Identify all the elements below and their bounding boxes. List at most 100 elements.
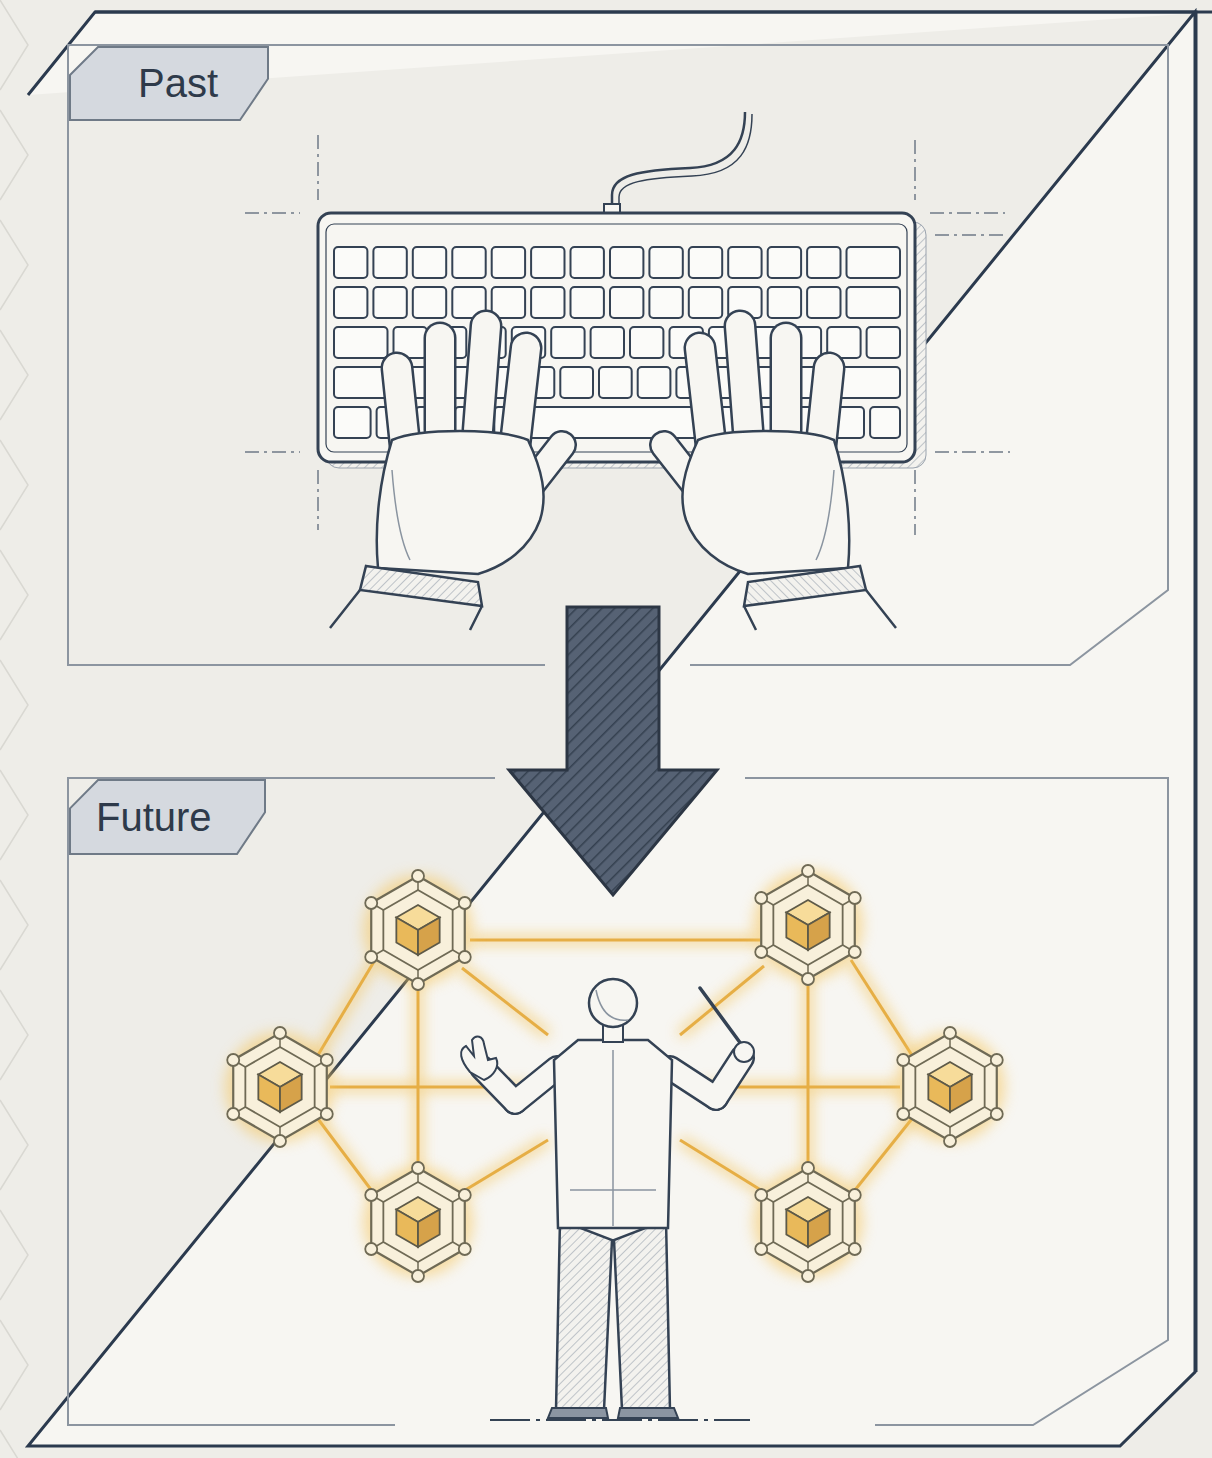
keyboard-key xyxy=(413,287,446,318)
hexagon-vertex xyxy=(991,1054,1003,1066)
keyboard-key xyxy=(649,287,682,318)
keyboard-key xyxy=(334,287,367,318)
finger-outline xyxy=(740,326,748,430)
hexagon-vertex xyxy=(459,897,471,909)
keyboard-key xyxy=(870,407,900,438)
hexagon-inner xyxy=(773,1182,842,1262)
keyboard-key xyxy=(571,247,604,278)
torso xyxy=(554,1040,672,1228)
network-glow-line xyxy=(413,960,423,1195)
background-line xyxy=(0,1320,28,1410)
hexagon-vertex xyxy=(849,892,861,904)
keyboard-key xyxy=(847,287,901,318)
network-glow-line xyxy=(851,1115,915,1195)
agent-glow xyxy=(753,1167,863,1277)
hexagon-outer xyxy=(371,876,465,984)
agent-node xyxy=(225,1027,335,1147)
network-glow-line xyxy=(315,1115,375,1195)
keyboard-key xyxy=(531,247,564,278)
keyboard-key xyxy=(551,327,584,358)
finger-outline xyxy=(424,338,457,430)
network-link xyxy=(680,1140,764,1192)
hexagon-outer xyxy=(233,1033,327,1141)
head xyxy=(589,979,637,1027)
hexagon-inner xyxy=(383,890,452,970)
construction-line xyxy=(930,212,1005,214)
agent-glow xyxy=(363,1167,473,1277)
finger xyxy=(397,368,405,445)
cube-left xyxy=(258,1075,280,1113)
finger xyxy=(515,348,526,445)
outer-frame xyxy=(28,12,1212,1446)
network-link xyxy=(462,1140,548,1192)
arm xyxy=(716,1058,742,1098)
keyboard-key xyxy=(492,287,525,318)
cube-right xyxy=(950,1075,972,1113)
keyboard-key xyxy=(452,247,485,278)
finger xyxy=(772,338,800,430)
panel: Past xyxy=(68,45,1168,665)
block-arrow xyxy=(509,607,717,895)
finger-outline xyxy=(821,368,829,445)
panel-tab xyxy=(70,47,268,120)
finger xyxy=(426,338,454,430)
hexagon-vertex xyxy=(755,946,767,958)
construction-lines xyxy=(245,135,1010,535)
keyboard-inner xyxy=(326,224,907,452)
conductor-figure xyxy=(461,979,754,1420)
keyboard-key xyxy=(630,327,663,358)
background-pattern xyxy=(0,0,28,1458)
leg-left xyxy=(556,1220,612,1410)
hexagon-vertex xyxy=(321,1054,333,1066)
cube-right xyxy=(418,1210,440,1248)
jacket-seam xyxy=(570,1050,656,1226)
network-glow-line xyxy=(462,1140,548,1192)
hexagon-vertex xyxy=(274,1135,286,1147)
hexagon-vertex xyxy=(365,897,377,909)
keyboard-key xyxy=(373,287,406,318)
network-link xyxy=(680,966,764,1035)
network-glow-line xyxy=(680,1140,764,1192)
agent-node xyxy=(363,870,473,990)
hexagon-vertex xyxy=(755,892,767,904)
hexagon-outer xyxy=(903,1033,997,1141)
keyboard-key xyxy=(638,367,671,398)
hexagon-outer xyxy=(371,1168,465,1276)
hexagon-vertex xyxy=(755,1243,767,1255)
background-line xyxy=(0,1430,28,1458)
agent-node xyxy=(895,1027,1005,1147)
network-glow-line xyxy=(803,960,813,1195)
network-link xyxy=(851,1115,915,1195)
panel-tab xyxy=(70,780,265,854)
keyboard-key xyxy=(413,247,446,278)
cube-left xyxy=(786,913,808,951)
right-hand xyxy=(664,326,896,630)
hexagon-vertex xyxy=(365,951,377,963)
background-line xyxy=(0,880,28,970)
hexagon-vertex xyxy=(321,1108,333,1120)
finger xyxy=(740,326,748,430)
hexagon-vertex xyxy=(849,1189,861,1201)
hexagon-vertex xyxy=(802,865,814,877)
finger xyxy=(821,368,829,445)
network-link xyxy=(470,939,760,942)
sleeve xyxy=(744,590,896,630)
finger xyxy=(700,348,711,445)
network-glow-line xyxy=(680,966,764,1035)
construction-line xyxy=(935,451,1010,453)
keyboard-key xyxy=(560,367,593,398)
panel-border xyxy=(68,778,1168,1425)
background-line xyxy=(0,660,28,750)
hexagon-vertex xyxy=(802,973,814,985)
network-link xyxy=(462,968,548,1035)
panel-outline xyxy=(68,778,1168,1425)
cube-left xyxy=(928,1075,950,1113)
hexagon-vertex xyxy=(897,1054,909,1066)
network-link xyxy=(807,960,810,1195)
hexagon-vertex xyxy=(365,1189,377,1201)
agent-glow xyxy=(225,1032,335,1142)
cube-left xyxy=(396,918,418,956)
palm-shading xyxy=(392,470,410,560)
construction-line xyxy=(914,470,916,535)
